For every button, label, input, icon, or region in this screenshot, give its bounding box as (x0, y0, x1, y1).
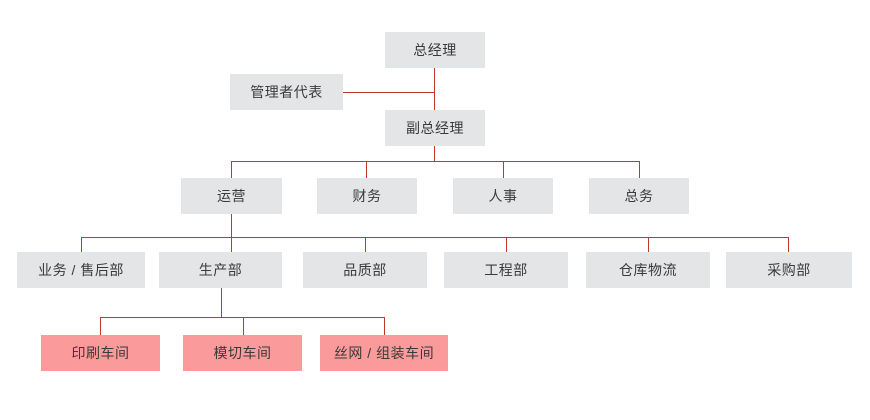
node-general-manager[interactable]: 总经理 (385, 32, 485, 68)
connector-bus-to-finance (366, 161, 367, 178)
node-screen-assembly-workshop[interactable]: 丝网 / 组装车间 (320, 335, 448, 371)
connector-bus-to-sales-aftersales (81, 237, 82, 252)
connector-bus-to-operations (231, 161, 232, 178)
connector-bus-level3 (231, 161, 639, 162)
connector-bus-to-warehouse-logistics (648, 237, 649, 252)
connector-operations-to-bus (231, 214, 232, 237)
node-human-resources[interactable]: 人事 (453, 178, 553, 214)
connector-dgm-to-bus (434, 146, 435, 161)
node-general-affairs[interactable]: 总务 (589, 178, 689, 214)
node-management-representative[interactable]: 管理者代表 (230, 74, 343, 110)
connector-production-to-bus (221, 288, 222, 317)
node-sales-aftersales[interactable]: 业务 / 售后部 (17, 252, 145, 288)
connector-bus-to-hr (503, 161, 504, 178)
connector-bus-to-engineering (506, 237, 507, 252)
node-finance[interactable]: 财务 (317, 178, 417, 214)
connector-bus-to-screen-assembly-workshop (384, 317, 385, 335)
node-printing-workshop[interactable]: 印刷车间 (41, 335, 160, 371)
node-deputy-general-manager[interactable]: 副总经理 (385, 110, 485, 146)
node-diecutting-workshop[interactable]: 模切车间 (183, 335, 302, 371)
connector-bus-to-diecutting-workshop (243, 317, 244, 335)
connector-bus-to-quality (365, 237, 366, 252)
connector-bus-level4 (81, 237, 788, 238)
connector-bus-to-production (231, 237, 232, 252)
node-production[interactable]: 生产部 (159, 252, 282, 288)
connector-bus-level5 (100, 317, 385, 318)
connector-bus-to-purchasing (788, 237, 789, 252)
connector-bus-to-general-affairs (639, 161, 640, 178)
node-warehouse-logistics[interactable]: 仓库物流 (586, 252, 710, 288)
node-purchasing[interactable]: 采购部 (726, 252, 852, 288)
node-operations[interactable]: 运营 (181, 178, 282, 214)
connector-bus-to-printing-workshop (100, 317, 101, 335)
node-quality[interactable]: 品质部 (303, 252, 427, 288)
node-engineering[interactable]: 工程部 (444, 252, 568, 288)
connector-mgmt-rep-to-spine (343, 92, 435, 93)
connector-gm-to-dgm (434, 68, 435, 110)
